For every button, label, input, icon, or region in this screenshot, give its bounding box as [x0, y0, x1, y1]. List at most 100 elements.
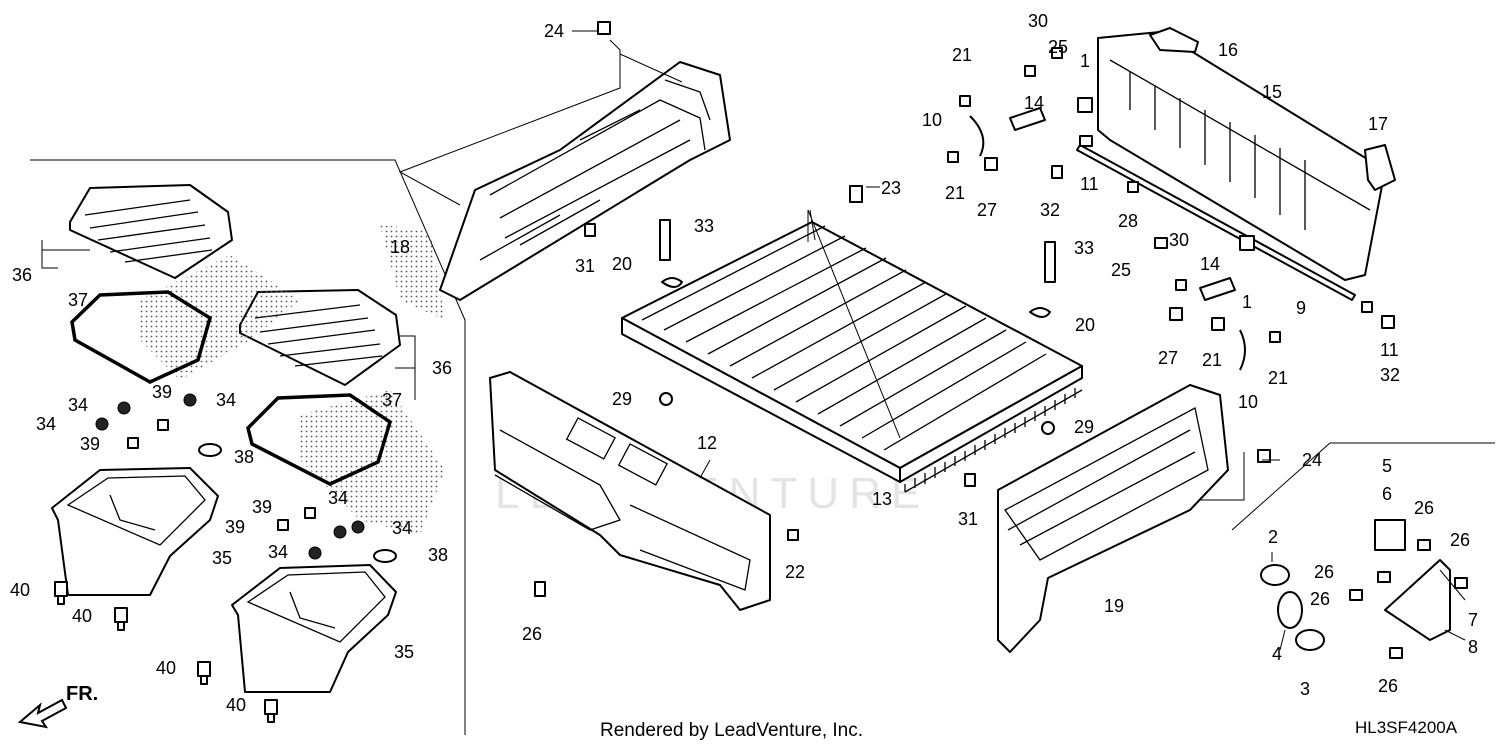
callout-37[interactable]: 37: [382, 390, 402, 410]
callout-34[interactable]: 34: [216, 390, 236, 410]
storage-seal-lower-part[interactable]: [246, 393, 393, 486]
callout-34[interactable]: 34: [392, 518, 412, 538]
callout-35[interactable]: 35: [212, 548, 232, 568]
callout-25[interactable]: 25: [1048, 37, 1068, 57]
callout-36[interactable]: 36: [432, 358, 452, 378]
left-bed-side-panel-part[interactable]: [439, 61, 731, 301]
callout-40[interactable]: 40: [156, 658, 176, 678]
callout-10[interactable]: 10: [922, 110, 942, 130]
callout-22[interactable]: 22: [785, 562, 805, 582]
callout-38[interactable]: 38: [234, 447, 254, 467]
callout-12[interactable]: 12: [697, 433, 717, 453]
callout-24[interactable]: 24: [544, 21, 564, 41]
callout-30[interactable]: 30: [1169, 230, 1189, 250]
callout-2[interactable]: 2: [1268, 527, 1278, 547]
callout-34[interactable]: 34: [68, 395, 88, 415]
callout-33[interactable]: 33: [694, 216, 714, 236]
storage-bin-lower-part[interactable]: [231, 564, 397, 693]
callout-1[interactable]: 1: [1080, 51, 1090, 71]
callout-38[interactable]: 38: [428, 545, 448, 565]
callout-27[interactable]: 27: [977, 200, 997, 220]
callout-32[interactable]: 32: [1040, 200, 1060, 220]
callout-21[interactable]: 21: [945, 183, 965, 203]
callout-9[interactable]: 9: [1296, 298, 1306, 318]
hinge-bracket-17-part[interactable]: [1364, 144, 1396, 191]
callout-40[interactable]: 40: [10, 580, 30, 600]
callout-24[interactable]: 24: [1302, 450, 1322, 470]
diagram-code: HL3SF4200A: [1355, 718, 1458, 737]
callout-34[interactable]: 34: [328, 488, 348, 508]
callout-21[interactable]: 21: [952, 45, 972, 65]
callout-40[interactable]: 40: [72, 606, 92, 626]
callout-26[interactable]: 26: [1414, 498, 1434, 518]
callout-20[interactable]: 20: [612, 254, 632, 274]
callout-15[interactable]: 15: [1262, 82, 1282, 102]
callout-7[interactable]: 7: [1468, 610, 1478, 630]
tailgate-rod-part[interactable]: [1076, 144, 1356, 301]
callouts: 24 18 23 33 31 20 29 12 13 31 22 26 33 2…: [10, 11, 1478, 715]
callout-5[interactable]: 5: [1382, 456, 1392, 476]
callout-27[interactable]: 27: [1158, 348, 1178, 368]
callout-18[interactable]: 18: [390, 237, 410, 257]
right-inset-frame: [1231, 442, 1495, 531]
callout-35[interactable]: 35: [394, 642, 414, 662]
callout-29[interactable]: 29: [612, 389, 632, 409]
callout-8[interactable]: 8: [1468, 637, 1478, 657]
footer-credit: Rendered by LeadVenture, Inc.: [600, 720, 864, 741]
hinge-bracket-16-part[interactable]: [1149, 27, 1199, 53]
callout-37[interactable]: 37: [68, 290, 88, 310]
callout-34[interactable]: 34: [36, 414, 56, 434]
callout-3[interactable]: 3: [1300, 679, 1310, 699]
callout-16[interactable]: 16: [1218, 40, 1238, 60]
callout-20[interactable]: 20: [1075, 315, 1095, 335]
callout-17[interactable]: 17: [1368, 114, 1388, 134]
right-bed-side-panel-part[interactable]: [997, 384, 1229, 653]
callout-39[interactable]: 39: [252, 497, 272, 517]
callout-13[interactable]: 13: [872, 489, 892, 509]
callout-31[interactable]: 31: [575, 256, 595, 276]
callout-39[interactable]: 39: [225, 517, 245, 537]
callout-11[interactable]: 11: [1080, 174, 1099, 194]
callout-26[interactable]: 26: [1310, 589, 1330, 609]
storage-bin-upper-part[interactable]: [51, 467, 219, 596]
callout-30[interactable]: 30: [1028, 11, 1048, 31]
callout-39[interactable]: 39: [80, 434, 100, 454]
callout-21[interactable]: 21: [1202, 350, 1222, 370]
callout-39[interactable]: 39: [152, 382, 172, 402]
callout-10[interactable]: 10: [1238, 392, 1258, 412]
callout-1[interactable]: 1: [1242, 292, 1252, 312]
callout-29[interactable]: 29: [1074, 417, 1094, 437]
hatch-area-2: [300, 390, 445, 535]
callout-28[interactable]: 28: [1118, 211, 1138, 231]
tailgate-part[interactable]: [1097, 31, 1386, 281]
leader-lines: [41, 30, 1466, 651]
latch-assembly-part[interactable]: [1260, 519, 1468, 659]
callout-36[interactable]: 36: [12, 265, 32, 285]
front-panel-part[interactable]: [489, 371, 771, 611]
callout-11[interactable]: 11: [1380, 340, 1399, 360]
callout-25[interactable]: 25: [1111, 260, 1131, 280]
callout-40[interactable]: 40: [226, 695, 246, 715]
callout-34[interactable]: 34: [268, 542, 288, 562]
callout-21[interactable]: 21: [1268, 368, 1288, 388]
callout-26[interactable]: 26: [1450, 530, 1470, 550]
callout-32[interactable]: 32: [1380, 365, 1400, 385]
callout-23[interactable]: 23: [881, 178, 901, 198]
callout-33[interactable]: 33: [1074, 238, 1094, 258]
callout-14[interactable]: 14: [1024, 93, 1044, 113]
front-direction-indicator: FR.: [17, 683, 98, 729]
callout-4[interactable]: 4: [1272, 644, 1282, 664]
storage-lid-upper-part[interactable]: [69, 184, 233, 279]
callout-6[interactable]: 6: [1382, 484, 1392, 504]
hatch-area-1: [140, 255, 300, 380]
callout-31[interactable]: 31: [958, 509, 978, 529]
callout-14[interactable]: 14: [1200, 254, 1220, 274]
callout-26[interactable]: 26: [1378, 676, 1398, 696]
storage-seal-upper-part[interactable]: [70, 290, 213, 384]
callout-19[interactable]: 19: [1104, 596, 1124, 616]
fasteners-group: [54, 21, 1395, 723]
callout-26[interactable]: 26: [1314, 562, 1334, 582]
callout-26[interactable]: 26: [522, 624, 542, 644]
bed-floor-part[interactable]: [621, 221, 1083, 493]
direction-label: FR.: [66, 683, 98, 705]
